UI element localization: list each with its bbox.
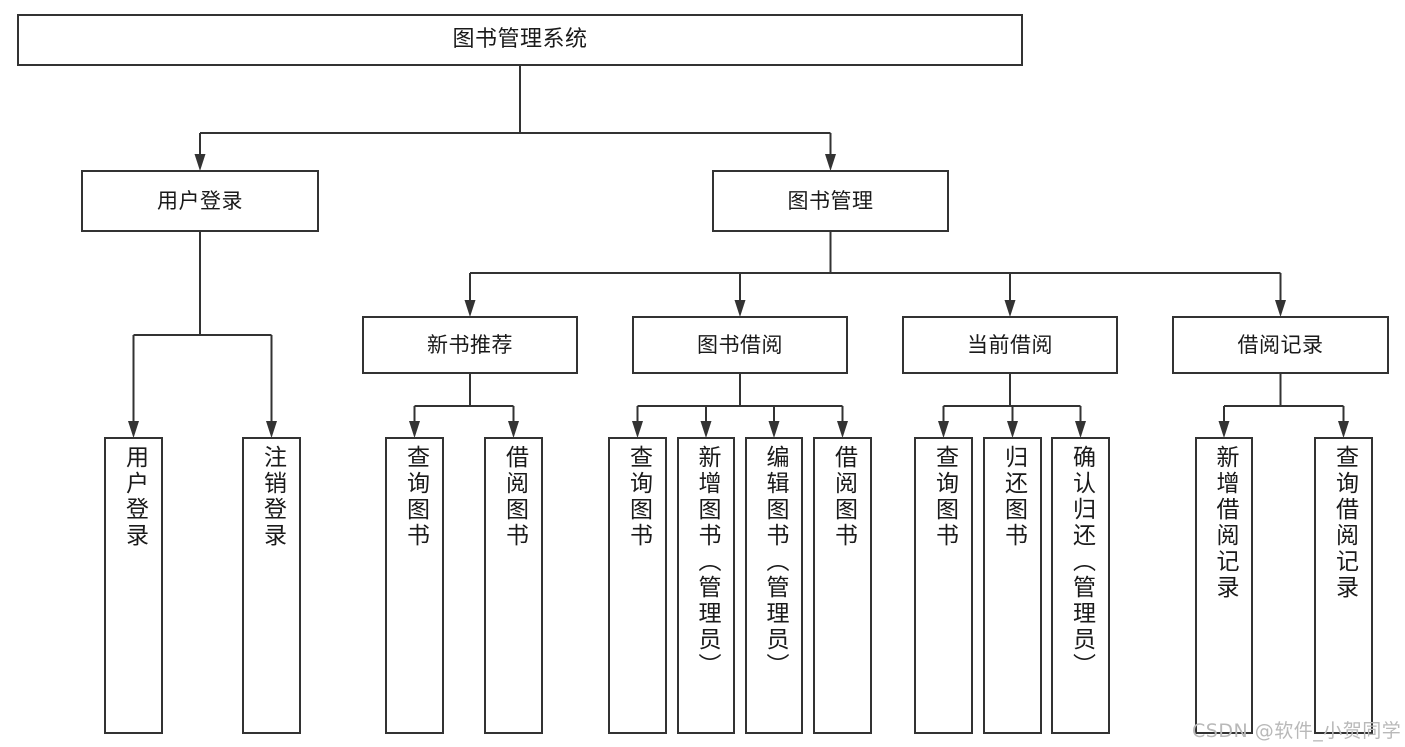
node-label: 新书推荐 <box>427 332 513 357</box>
arrowhead-current <box>1004 300 1016 317</box>
arrowhead-leaf4 <box>508 421 519 438</box>
node-label: 编辑图书（管理员） <box>761 445 788 679</box>
node-label: 用户登录 <box>121 445 148 549</box>
node-leaf2: 注销登录 <box>242 437 301 734</box>
node-leaf3: 查询图书 <box>385 437 444 734</box>
arrowhead-newbook <box>464 300 476 317</box>
node-leaf11: 确认归还（管理员） <box>1051 437 1110 734</box>
arrowhead-leaf11 <box>1075 421 1086 438</box>
arrowhead-leaf1 <box>128 421 139 438</box>
csdn-watermark: CSDN @软件_小贺同学 <box>1192 720 1402 742</box>
node-label: 借阅图书 <box>830 445 857 549</box>
node-label: 归还图书 <box>1000 445 1027 549</box>
node-label: 借阅记录 <box>1237 332 1324 357</box>
arrowhead-leaf12 <box>1218 421 1230 438</box>
node-newbook: 新书推荐 <box>362 316 578 374</box>
node-label: 图书管理 <box>787 188 874 213</box>
node-leaf12: 新增借阅记录 <box>1195 437 1253 734</box>
arrowhead-leaf10 <box>1007 421 1018 438</box>
node-leaf5: 查询图书 <box>608 437 667 734</box>
node-label: 查询图书 <box>402 445 429 549</box>
arrowhead-bookmgmt <box>825 154 836 171</box>
node-label: 借阅图书 <box>501 445 528 549</box>
node-leaf1: 用户登录 <box>104 437 163 734</box>
arrowhead-leaf7 <box>768 421 780 438</box>
node-label: 新增借阅记录 <box>1211 445 1238 601</box>
node-leaf13: 查询借阅记录 <box>1314 437 1373 734</box>
node-leaf4: 借阅图书 <box>484 437 543 734</box>
arrowhead-leaf9 <box>938 421 949 438</box>
node-label: 图书管理系统 <box>452 27 588 53</box>
arrowhead-leaf5 <box>632 421 643 438</box>
node-leaf9: 查询图书 <box>914 437 973 734</box>
arrowhead-leaf13 <box>1338 421 1349 438</box>
arrowhead-leaf3 <box>409 421 420 438</box>
node-label: 新增图书（管理员） <box>693 445 720 679</box>
arrowhead-borrow <box>734 300 746 317</box>
node-label: 当前借阅 <box>967 332 1053 357</box>
node-borrow: 图书借阅 <box>632 316 848 374</box>
node-leaf10: 归还图书 <box>983 437 1042 734</box>
node-label: 用户登录 <box>157 188 243 213</box>
arrowhead-leaf2 <box>266 421 277 438</box>
node-label: 查询借阅记录 <box>1331 445 1358 601</box>
arrowhead-login <box>194 154 206 171</box>
node-leaf8: 借阅图书 <box>813 437 872 734</box>
arrowhead-leaf8 <box>837 421 848 438</box>
node-label: 查询图书 <box>625 445 652 549</box>
node-current: 当前借阅 <box>902 316 1118 374</box>
node-bookmgmt: 图书管理 <box>712 170 949 232</box>
node-label: 注销登录 <box>259 445 286 549</box>
node-label: 确认归还（管理员） <box>1068 445 1095 679</box>
node-records: 借阅记录 <box>1172 316 1389 374</box>
node-leaf7: 编辑图书（管理员） <box>745 437 803 734</box>
arrowhead-records <box>1275 300 1286 317</box>
node-label: 图书借阅 <box>697 332 783 357</box>
node-leaf6: 新增图书（管理员） <box>677 437 735 734</box>
node-login: 用户登录 <box>81 170 319 232</box>
node-label: 查询图书 <box>931 445 958 549</box>
node-root: 图书管理系统 <box>17 14 1023 66</box>
arrowhead-leaf6 <box>700 421 712 438</box>
